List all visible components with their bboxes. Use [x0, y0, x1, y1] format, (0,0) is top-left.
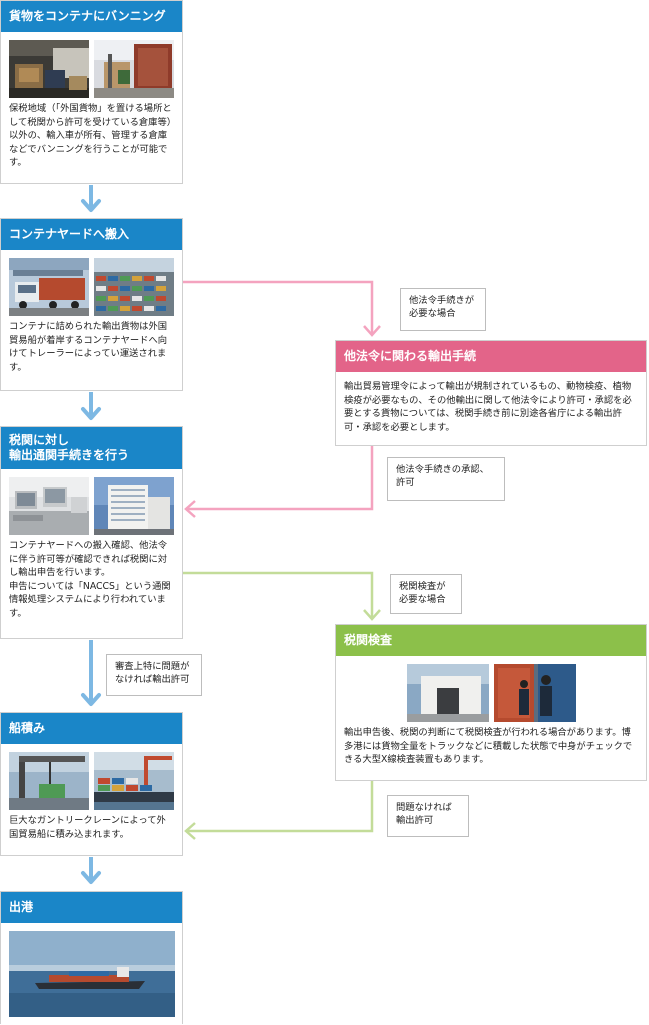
step-customs-title-line2: 輸出通関手続きを行う — [9, 448, 130, 462]
ship-loading-photo — [94, 752, 174, 810]
note-other-law-needed-line1: 他法令手続きが — [409, 295, 475, 306]
gantry-crane-photo — [9, 752, 89, 810]
inspection-officers-photo — [493, 664, 576, 722]
warehouse-forklift-photo — [9, 40, 89, 98]
trailer-truck-photo — [9, 258, 89, 316]
office-computers-photo — [9, 477, 89, 535]
note-no-problem-line1: 問題なければ — [396, 802, 452, 813]
customs-building-photo — [94, 477, 174, 535]
connector-from-other-law — [184, 446, 374, 518]
note-other-law-approved: 他法令手続きの承認、 許可 — [387, 457, 505, 501]
step-vanning-text: 保税地域（「外国貨物」を置ける場所として税関から許可を受けている倉庫等）以外の、… — [9, 103, 172, 168]
step-vanning: 貨物をコンテナにバンニング — [0, 0, 183, 184]
flow-arrow-1 — [81, 185, 101, 212]
ship-departure-photo — [9, 931, 175, 1017]
note-inspection-needed-line2: 必要な場合 — [399, 594, 446, 605]
container-yard-photo — [94, 258, 174, 316]
note-other-law-approved-line2: 許可 — [396, 477, 415, 488]
note-other-law-needed: 他法令手続きが 必要な場合 — [400, 288, 486, 331]
step-customs-text-2: 申告については「NACCS」という通関情報処理システムにより行われています。 — [9, 580, 171, 619]
step-loading: 船積み — [0, 712, 183, 856]
step-yard: コンテナヤードへ搬入 — [0, 218, 183, 391]
note-review-ok: 審査上特に問題が なければ輸出許可 — [106, 654, 202, 696]
step-departure-title: 出港 — [1, 892, 182, 923]
note-no-problem: 問題なければ 輸出許可 — [387, 795, 469, 837]
step-customs-title-line1: 税関に対し — [9, 433, 70, 447]
step-other-law: 他法令に関わる輸出手続 輸出貿易管理令によって輸出が規制されているもの、動物検疫… — [335, 340, 647, 446]
note-other-law-needed-line2: 必要な場合 — [409, 308, 456, 319]
connector-to-other-law — [183, 280, 381, 337]
note-other-law-approved-line1: 他法令手続きの承認、 — [396, 464, 489, 475]
step-departure: 出港 — [0, 891, 183, 1024]
step-loading-title: 船積み — [1, 713, 182, 744]
container-vanning-photo — [94, 40, 174, 98]
step-inspection-text: 輸出申告後、税関の判断にて税関検査が行われる場合があります。博多港には貨物全量を… — [344, 727, 633, 765]
xray-facility-photo — [406, 664, 489, 722]
step-other-law-title: 他法令に関わる輸出手続 — [336, 341, 646, 372]
step-customs-text-1: コンテナヤードへの搬入確認、他法令に伴う許可等が確認できれば税関に対し輸出申告を… — [9, 540, 168, 578]
note-inspection-needed: 税関検査が 必要な場合 — [390, 574, 462, 614]
step-yard-title: コンテナヤードへ搬入 — [1, 219, 182, 250]
note-review-ok-line2: なければ輸出許可 — [115, 674, 190, 685]
flow-arrow-2 — [81, 392, 101, 420]
flow-arrow-4 — [81, 857, 101, 884]
step-customs-text: コンテナヤードへの搬入確認、他法令に伴う許可等が確認できれば税関に対し輸出申告を… — [1, 539, 182, 620]
connector-to-inspection — [183, 571, 381, 621]
step-customs: 税関に対し 輸出通関手続きを行う — [0, 426, 183, 639]
step-inspection: 税関検査 輸出申告後、税関の判断にて税関検査が行われる — [335, 624, 647, 781]
connector-from-inspection — [184, 781, 374, 840]
step-loading-text: 巨大なガントリークレーンによって外国貿易船に積み込まれます。 — [9, 815, 166, 840]
step-customs-title: 税関に対し 輸出通関手続きを行う — [1, 427, 182, 469]
step-vanning-title: 貨物をコンテナにバンニング — [1, 1, 182, 32]
flow-arrow-3 — [81, 640, 101, 706]
step-other-law-text: 輸出貿易管理令によって輸出が規制されているもの、動物検疫、植物検疫が必要なもの、… — [344, 381, 632, 433]
step-yard-text: コンテナに詰められた輸出貨物は外国貿易船が着岸するコンテナヤードへ向けてトレーラ… — [9, 321, 168, 373]
note-no-problem-line2: 輸出許可 — [396, 815, 434, 826]
note-review-ok-line1: 審査上特に問題が — [115, 661, 190, 672]
step-inspection-title: 税関検査 — [336, 625, 646, 656]
note-inspection-needed-line1: 税関検査が — [399, 581, 446, 592]
